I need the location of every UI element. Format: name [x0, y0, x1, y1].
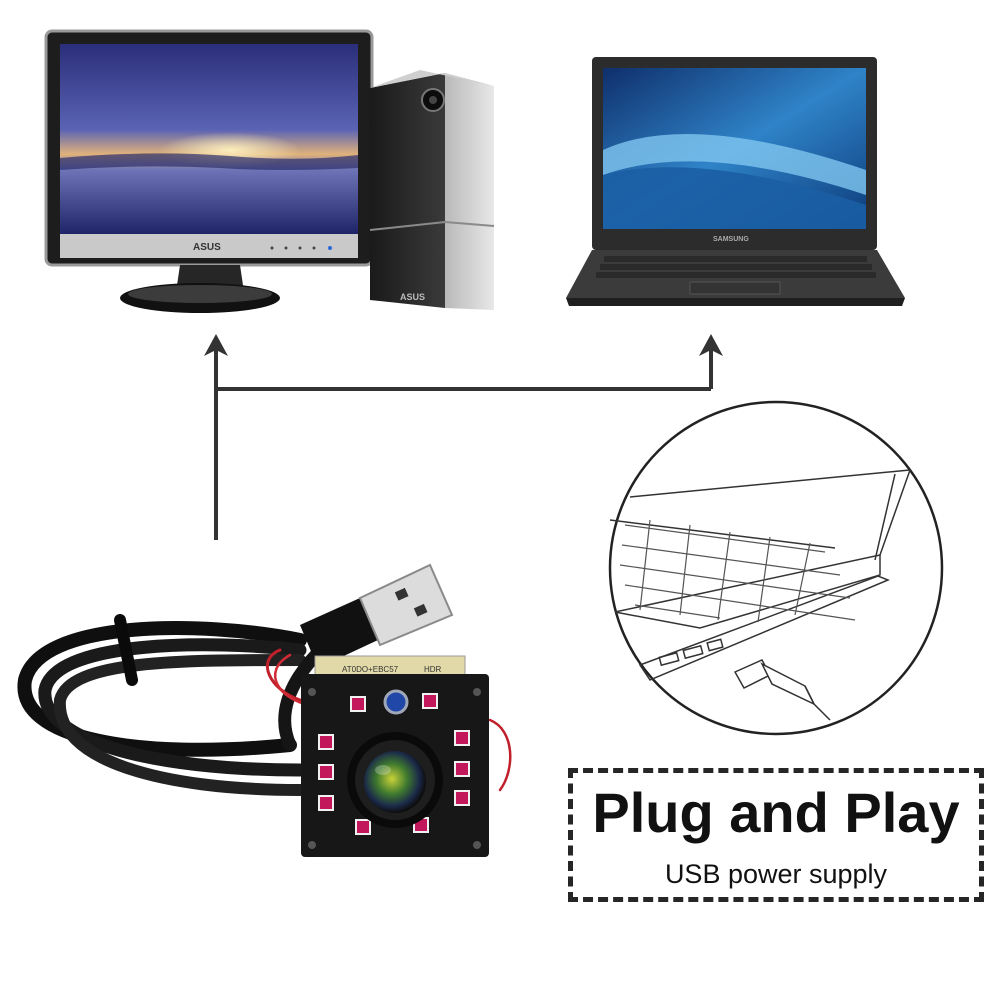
tower-brand: ASUS — [400, 292, 425, 302]
connection-arrows — [214, 346, 713, 540]
desktop-tower: ASUS — [369, 70, 495, 310]
plug-and-play-callout: Plug and Play USB power supply — [568, 768, 984, 902]
callout-subtitle: USB power supply — [664, 859, 888, 889]
monitor-brand: ASUS — [193, 242, 221, 253]
inset-keyboard — [619, 519, 856, 623]
arrow-up-icon — [204, 334, 228, 356]
laptop-brand: SAMSUNG — [713, 236, 749, 243]
board-label-hdr: HDR — [424, 665, 442, 674]
arrow-up-icon — [699, 334, 723, 356]
usb-plug-icon — [733, 659, 831, 721]
desktop-monitor: ASUS — [44, 29, 374, 313]
board-label: AT0DO+EBC57 — [342, 665, 399, 674]
camera-lens-icon — [364, 751, 426, 813]
laptop-touchpad — [689, 281, 781, 295]
laptop: SAMSUNG — [566, 57, 905, 306]
ir-led-array — [318, 693, 470, 835]
usb-port-icon — [658, 638, 724, 667]
usb-port-inset — [608, 400, 944, 736]
light-sensor-icon — [383, 689, 409, 715]
laptop-keyboard — [596, 256, 876, 278]
camera-module: AT0DO+EBC57 HDR — [301, 655, 489, 857]
usb-a-connector — [300, 563, 454, 668]
cable-tie — [114, 614, 138, 686]
callout-title: Plug and Play — [592, 781, 960, 844]
usb-cable — [17, 613, 512, 796]
